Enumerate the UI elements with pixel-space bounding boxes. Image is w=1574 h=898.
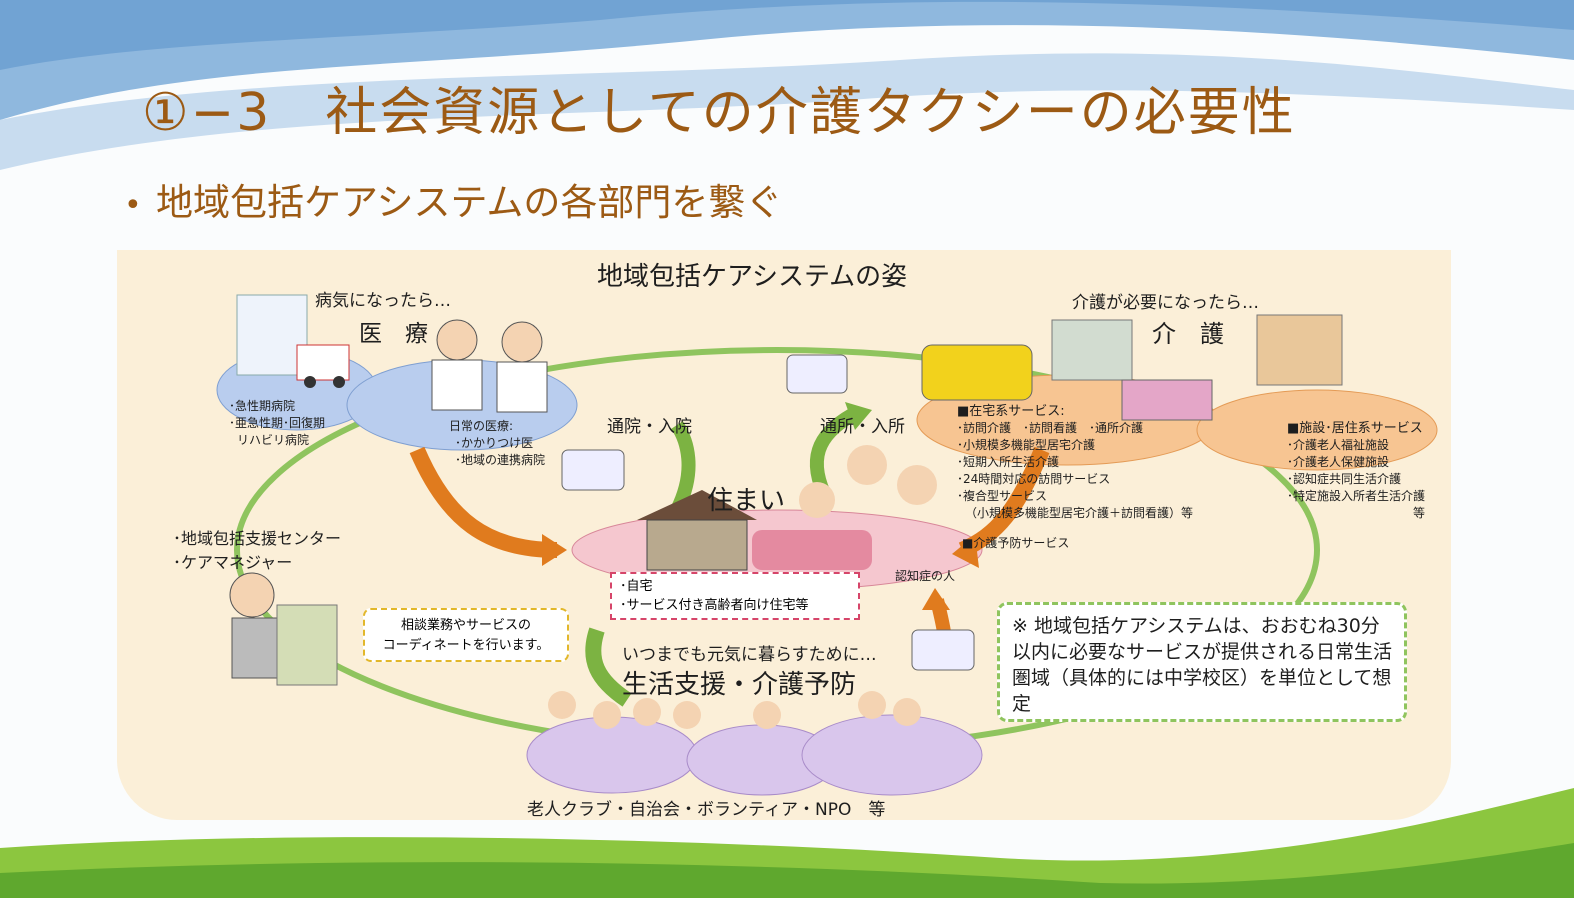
home-services-list: ■在宅系サービス: ･訪問介護 ･訪問看護 ･通所介護 ･小規模多機能型居宅介護… <box>957 404 1194 520</box>
community-groups: 老人クラブ・自治会・ボランティア・NPO 等 <box>527 800 886 820</box>
care-trigger: 介護が必要になったら… <box>1072 293 1259 313</box>
support-center-list: ･地域包括支援センター ･ケアマネジャー <box>173 529 342 572</box>
care-facility-icon <box>921 314 1343 421</box>
care-label: 介 護 <box>1152 320 1224 348</box>
elderly-group-icon <box>548 691 921 729</box>
home-label: 住まい <box>707 486 786 516</box>
diagram-graphics <box>216 294 1438 796</box>
hospital-arrow-label: 通院・入院 <box>607 417 692 437</box>
doctor-icon <box>431 319 548 413</box>
medical-label: 医 療 <box>359 321 428 347</box>
bullet-point: • 地域包括ケアシステムの各部門を繋ぐ <box>124 172 782 226</box>
dementia-label: 認知症の人 <box>895 569 956 583</box>
area-note: ※ 地域包括ケアシステムは、おおむね30分以内に必要なサービスが提供される日常生… <box>997 602 1407 722</box>
facility-services-list: ■施設･居住系サービス ･介護老人福祉施設 ･介護老人保健施設 ･認知症共同生活… <box>1287 421 1426 520</box>
van-icon <box>561 354 975 671</box>
sky-background <box>0 0 1574 170</box>
grass-hills <box>0 788 1574 898</box>
care-manager-icon <box>229 572 338 686</box>
bullet-icon: • <box>124 188 142 223</box>
life-trigger: いつまでも元気に暮らすために… <box>622 645 877 665</box>
medical-trigger: 病気になったら… <box>315 291 451 311</box>
house-icon <box>637 490 757 571</box>
care-system-diagram: 地域包括ケアシステムの姿 病気になったら… 医 療 ･急性期病院 ･亜急性期･回… <box>117 250 1451 820</box>
life-label: 生活支援・介護予防 <box>622 670 857 700</box>
daily-care-list: 日常の医療: ･かかりつけ医 ･地域の連携病院 <box>449 419 546 467</box>
diagram-heading: 地域包括ケアシステムの姿 <box>597 262 908 292</box>
slide-title: ①−3 社会資源としての介護タクシーの必要性 <box>142 83 1296 143</box>
hospital-icon <box>236 294 350 388</box>
bullet-text: 地域包括ケアシステムの各部門を繋ぐ <box>156 181 783 224</box>
hospital-list: ･急性期病院 ･亜急性期･回復期 リハビリ病院 <box>229 399 326 447</box>
coordination-callout: 相談業務やサービスの コーディネートを行います。 <box>363 608 569 662</box>
facility-arrow-label: 通所・入所 <box>820 417 905 437</box>
family-icon <box>752 445 937 570</box>
housing-types: ･自宅 ･サービス付き高齢者向け住宅等 <box>610 572 860 620</box>
prevention-services: ■介護予防サービス <box>962 536 1070 550</box>
